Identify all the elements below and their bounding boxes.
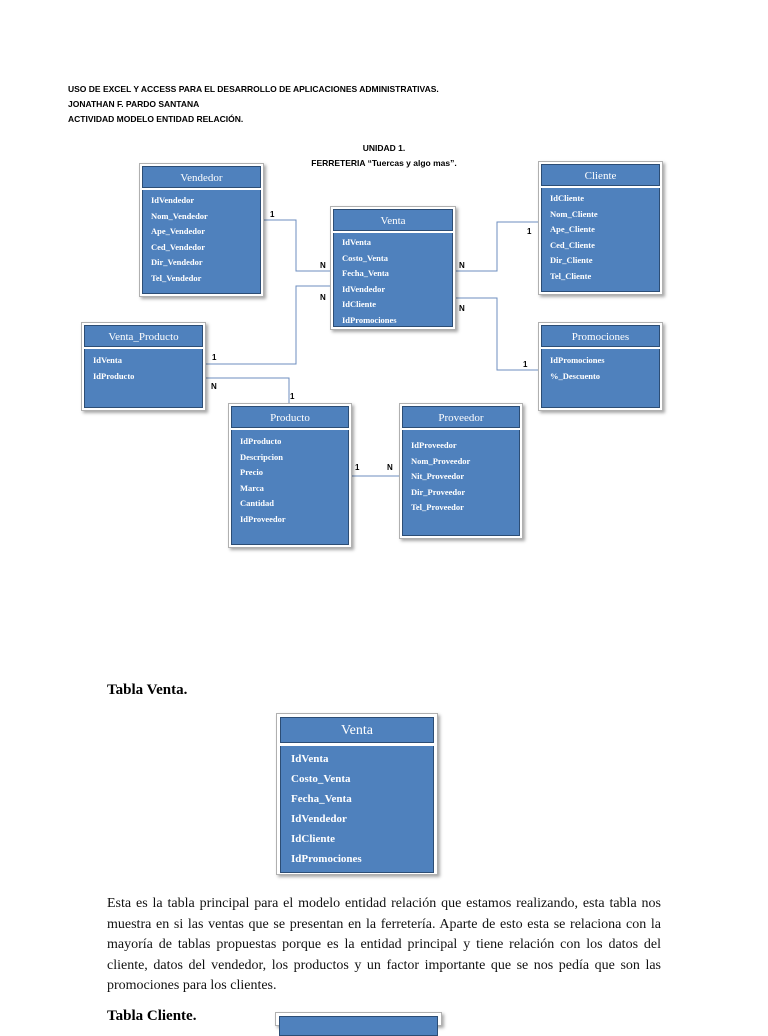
card-vend-venta-n: N bbox=[320, 261, 326, 270]
field: Precio bbox=[240, 467, 263, 478]
field: Ape_Cliente bbox=[550, 224, 595, 235]
entity-venta-producto-fields: IdVenta IdProducto bbox=[84, 349, 203, 408]
field: Ape_Vendedor bbox=[151, 226, 205, 237]
card-promo-venta-n: N bbox=[459, 304, 465, 313]
card-vp-prod-1: 1 bbox=[290, 392, 295, 401]
field: IdVendedor bbox=[342, 283, 386, 294]
entity-venta-large: Venta IdVenta Costo_Venta Fecha_Venta Id… bbox=[276, 713, 438, 875]
field: Dir_Cliente bbox=[550, 255, 593, 266]
line-ventaproducto-venta bbox=[205, 285, 331, 365]
field: IdVenta bbox=[342, 237, 371, 247]
line-ventaproducto-producto bbox=[205, 377, 290, 404]
paragraph-tabla-venta: Esta es la tabla principal para el model… bbox=[107, 896, 661, 994]
card-prod-prov-n: N bbox=[387, 463, 393, 472]
entity-cliente-large-title-bar bbox=[279, 1016, 438, 1036]
entity-vendedor-fields: IdVendedor Nom_Vendedor Ape_Vendedor Ced… bbox=[142, 190, 261, 294]
field: Tel_Proveedor bbox=[411, 502, 464, 513]
field: Costo_Venta bbox=[342, 252, 388, 263]
field: Nom_Vendedor bbox=[151, 210, 208, 221]
entity-venta-producto-title: Venta_Producto bbox=[84, 325, 203, 347]
field: IdProducto bbox=[240, 436, 282, 446]
field: IdVendedor bbox=[151, 195, 195, 205]
field: IdPromociones bbox=[550, 355, 605, 365]
field: IdCliente bbox=[550, 193, 584, 203]
entity-proveedor-fields: IdProveedor Nom_Proveedor Nit_Proveedor … bbox=[402, 430, 520, 536]
field: IdProveedor bbox=[240, 513, 286, 524]
entity-promociones-title: Promociones bbox=[541, 325, 660, 347]
field: Nom_Cliente bbox=[550, 208, 598, 219]
entity-producto-fields: IdProducto Descripcion Precio Marca Cant… bbox=[231, 430, 349, 545]
entity-proveedor: Proveedor IdProveedor Nom_Proveedor Nit_… bbox=[399, 403, 523, 539]
entity-venta-fields: IdVenta Costo_Venta Fecha_Venta IdVended… bbox=[333, 233, 453, 327]
store-name: FERRETERIA “Tuercas y algo mas”. bbox=[311, 158, 457, 168]
field: Costo_Venta bbox=[291, 773, 351, 785]
entity-promociones-fields: IdPromociones %_Descuento bbox=[541, 349, 660, 408]
entity-vendedor-title: Vendedor bbox=[142, 166, 261, 188]
field: Fecha_Venta bbox=[291, 793, 352, 805]
entity-venta-title: Venta bbox=[333, 209, 453, 231]
field: Ced_Vendedor bbox=[151, 241, 205, 252]
entity-producto: Producto IdProducto Descripcion Precio M… bbox=[228, 403, 352, 548]
card-cli-venta-1: 1 bbox=[527, 227, 532, 236]
entity-cliente-title: Cliente bbox=[541, 164, 660, 186]
line-promociones-venta bbox=[455, 297, 539, 371]
entity-promociones: Promociones IdPromociones %_Descuento bbox=[538, 322, 663, 411]
field: Dir_Proveedor bbox=[411, 486, 466, 497]
field: IdPromociones bbox=[342, 314, 397, 325]
line-cliente-venta bbox=[455, 221, 539, 272]
unit-label: UNIDAD 1. bbox=[362, 143, 406, 153]
doc-header-line2: JONATHAN F. PARDO SANTANA bbox=[68, 99, 200, 109]
entity-cliente: Cliente IdCliente Nom_Cliente Ape_Client… bbox=[538, 161, 663, 295]
field: Tel_Vendedor bbox=[151, 272, 202, 283]
line-vendedor-venta bbox=[263, 219, 331, 272]
field: Marca bbox=[240, 482, 264, 493]
field: Descripcion bbox=[240, 451, 283, 462]
field: IdVendedor bbox=[291, 813, 347, 825]
entity-vendedor: Vendedor IdVendedor Nom_Vendedor Ape_Ven… bbox=[139, 163, 264, 297]
field: Nit_Proveedor bbox=[411, 471, 465, 482]
entity-producto-title: Producto bbox=[231, 406, 349, 428]
entity-cliente-fields: IdCliente Nom_Cliente Ape_Cliente Ced_Cl… bbox=[541, 188, 660, 292]
field: IdPromociones bbox=[291, 853, 362, 865]
card-vp-prod-n: N bbox=[211, 382, 217, 391]
field: Ced_Cliente bbox=[550, 239, 595, 250]
entity-proveedor-title: Proveedor bbox=[402, 406, 520, 428]
doc-header-line1: USO DE EXCEL Y ACCESS PARA EL DESARROLLO… bbox=[68, 84, 439, 94]
entity-venta-large-fields: IdVenta Costo_Venta Fecha_Venta IdVended… bbox=[280, 746, 434, 873]
field: IdVenta bbox=[93, 355, 122, 365]
entity-venta-large-title: Venta bbox=[280, 717, 434, 743]
field: Nom_Proveedor bbox=[411, 455, 471, 466]
card-promo-venta-1: 1 bbox=[523, 360, 528, 369]
field: IdProducto bbox=[93, 370, 135, 381]
card-cli-venta-n: N bbox=[459, 261, 465, 270]
card-vp-venta-1: 1 bbox=[212, 353, 217, 362]
field: Fecha_Venta bbox=[342, 268, 389, 279]
card-vp-venta-n: N bbox=[320, 293, 326, 302]
section-title-tabla-venta: Tabla Venta. bbox=[107, 682, 188, 698]
card-vend-venta-1: 1 bbox=[270, 210, 275, 219]
field: Tel_Cliente bbox=[550, 270, 592, 281]
entity-venta: Venta IdVenta Costo_Venta Fecha_Venta Id… bbox=[330, 206, 456, 330]
field: IdVenta bbox=[291, 753, 329, 765]
entity-venta-producto: Venta_Producto IdVenta IdProducto bbox=[81, 322, 206, 411]
field: %_Descuento bbox=[550, 370, 601, 381]
field: IdProveedor bbox=[411, 440, 457, 450]
field: IdCliente bbox=[291, 833, 335, 845]
field: Dir_Vendedor bbox=[151, 257, 203, 268]
doc-header-line3: ACTIVIDAD MODELO ENTIDAD RELACIÓN. bbox=[68, 114, 244, 124]
field: IdCliente bbox=[342, 299, 376, 310]
section-title-tabla-cliente: Tabla Cliente. bbox=[107, 1008, 197, 1024]
field: Cantidad bbox=[240, 498, 275, 509]
card-prod-prov-1: 1 bbox=[355, 463, 360, 472]
